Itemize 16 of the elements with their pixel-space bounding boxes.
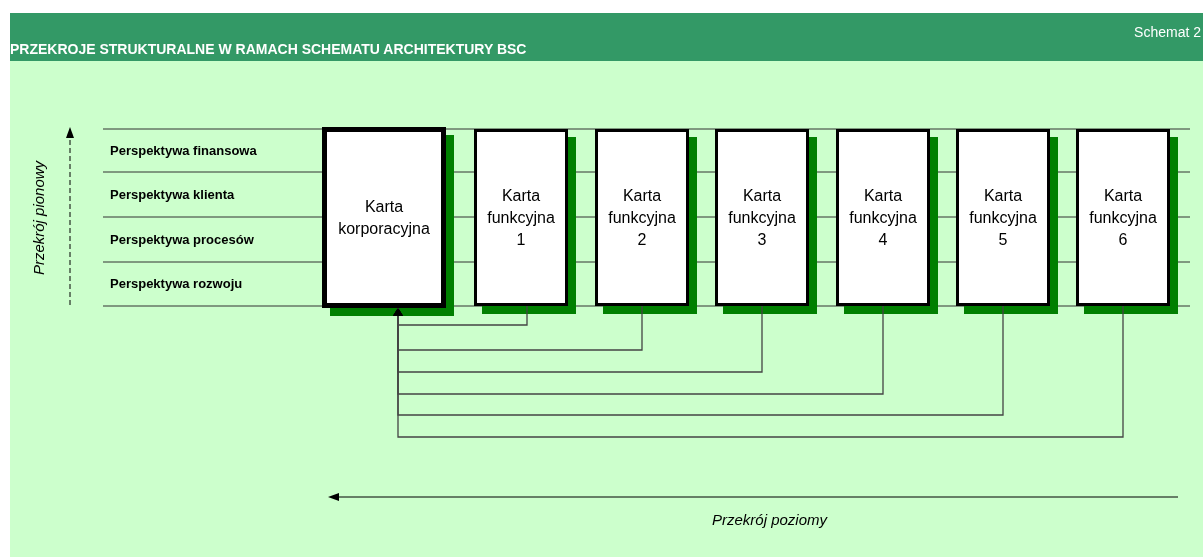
axis-label: Przekrój poziomy xyxy=(712,511,828,528)
perspective-label: Perspektywa klienta xyxy=(110,186,235,202)
schema-number: Schemat 2 xyxy=(1134,24,1201,40)
card-title: Karta funkcyjna 1 xyxy=(486,185,556,250)
diagram-title: PRZEKROJE STRUKTURALNE W RAMACH SCHEMATU ARCHITEKTURY BSC xyxy=(10,41,527,57)
axis-label: Przekrój pionowy xyxy=(29,160,47,276)
card-title: Karta korporacyjna xyxy=(337,196,431,239)
card-title: Karta funkcyjna 4 xyxy=(848,185,918,250)
card-title: Karta funkcyjna 5 xyxy=(968,185,1038,250)
card-title: Karta funkcyjna 6 xyxy=(1088,185,1158,250)
connector-arrow xyxy=(393,305,1124,438)
perspective-label: Perspektywa rozwoju xyxy=(110,276,243,291)
perspective-label: Perspektywa procesów xyxy=(110,231,254,247)
perspective-label: Perspektywa finansowa xyxy=(110,142,257,158)
card-title: Karta funkcyjna 3 xyxy=(727,185,797,250)
card-title: Karta funkcyjna 2 xyxy=(607,185,677,250)
